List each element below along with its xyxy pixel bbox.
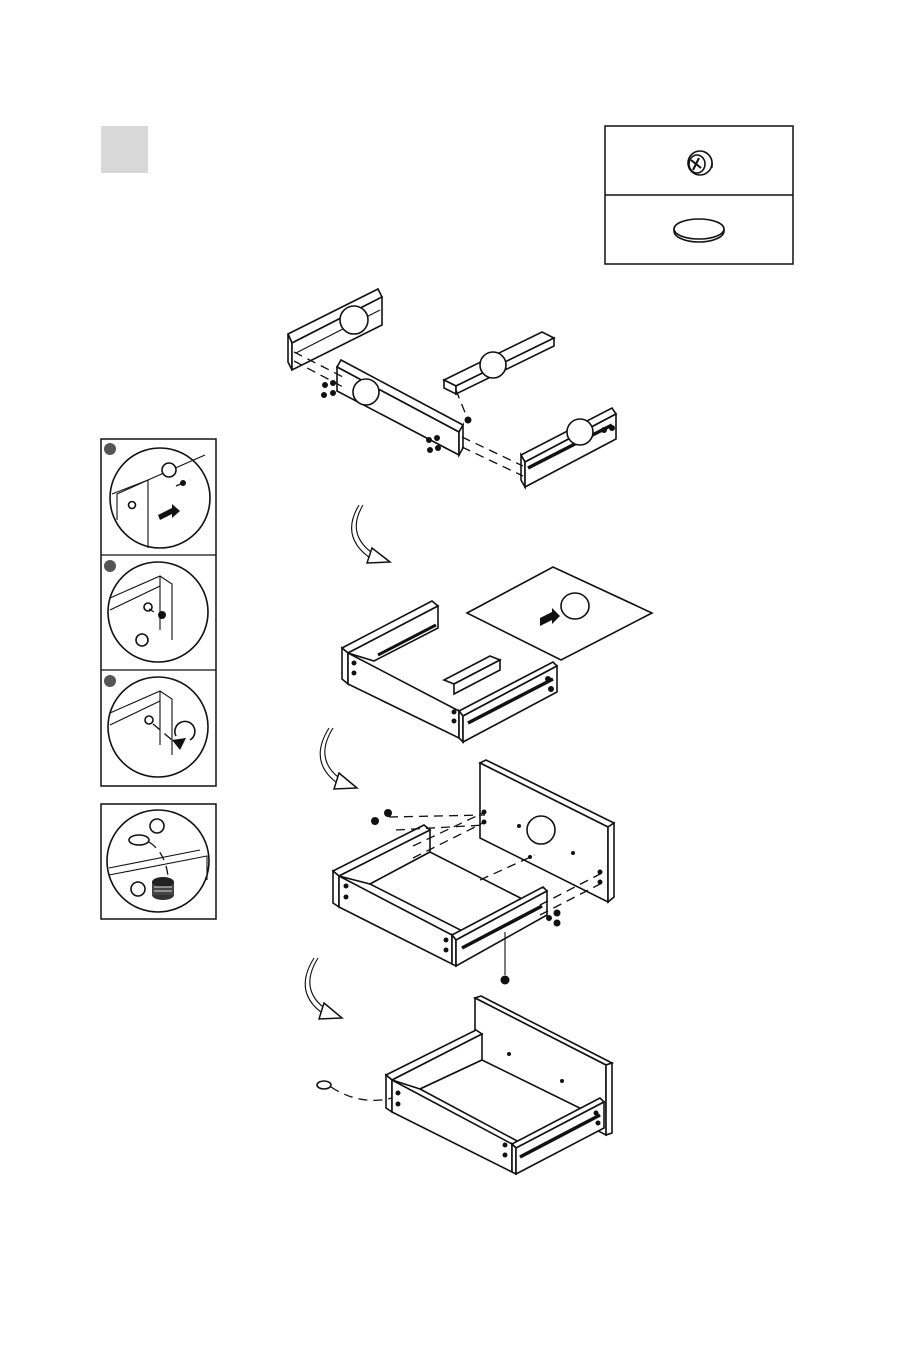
- detail-inset-4: [107, 810, 209, 912]
- curved-arrow-icon: [320, 728, 357, 789]
- stage-frame-with-bottom-panel: [342, 567, 652, 742]
- cam-lock-icon: [688, 151, 712, 175]
- cam-lock-icon: [152, 877, 174, 900]
- side-panel-right: [521, 408, 616, 487]
- part-label-circle: [340, 306, 368, 334]
- stage-frame-parts-exploded: [288, 289, 616, 487]
- back-panel: [480, 760, 614, 902]
- cap-disc-icon: [674, 219, 724, 242]
- stage-frame-with-back-panel: [333, 760, 614, 985]
- step-marker: [101, 126, 148, 173]
- front-panel: [337, 360, 463, 455]
- detail-inset-panel: [101, 439, 216, 919]
- cap-disc-icon: [317, 1081, 392, 1100]
- stage-finished-drawer: [317, 996, 612, 1174]
- bottom-rail: [444, 332, 554, 394]
- bottom-board: [467, 567, 652, 660]
- side-panel-left: [288, 289, 382, 370]
- parts-legend: [605, 126, 793, 264]
- curved-arrow-icon: [305, 958, 342, 1019]
- curved-arrow-icon: [352, 505, 390, 563]
